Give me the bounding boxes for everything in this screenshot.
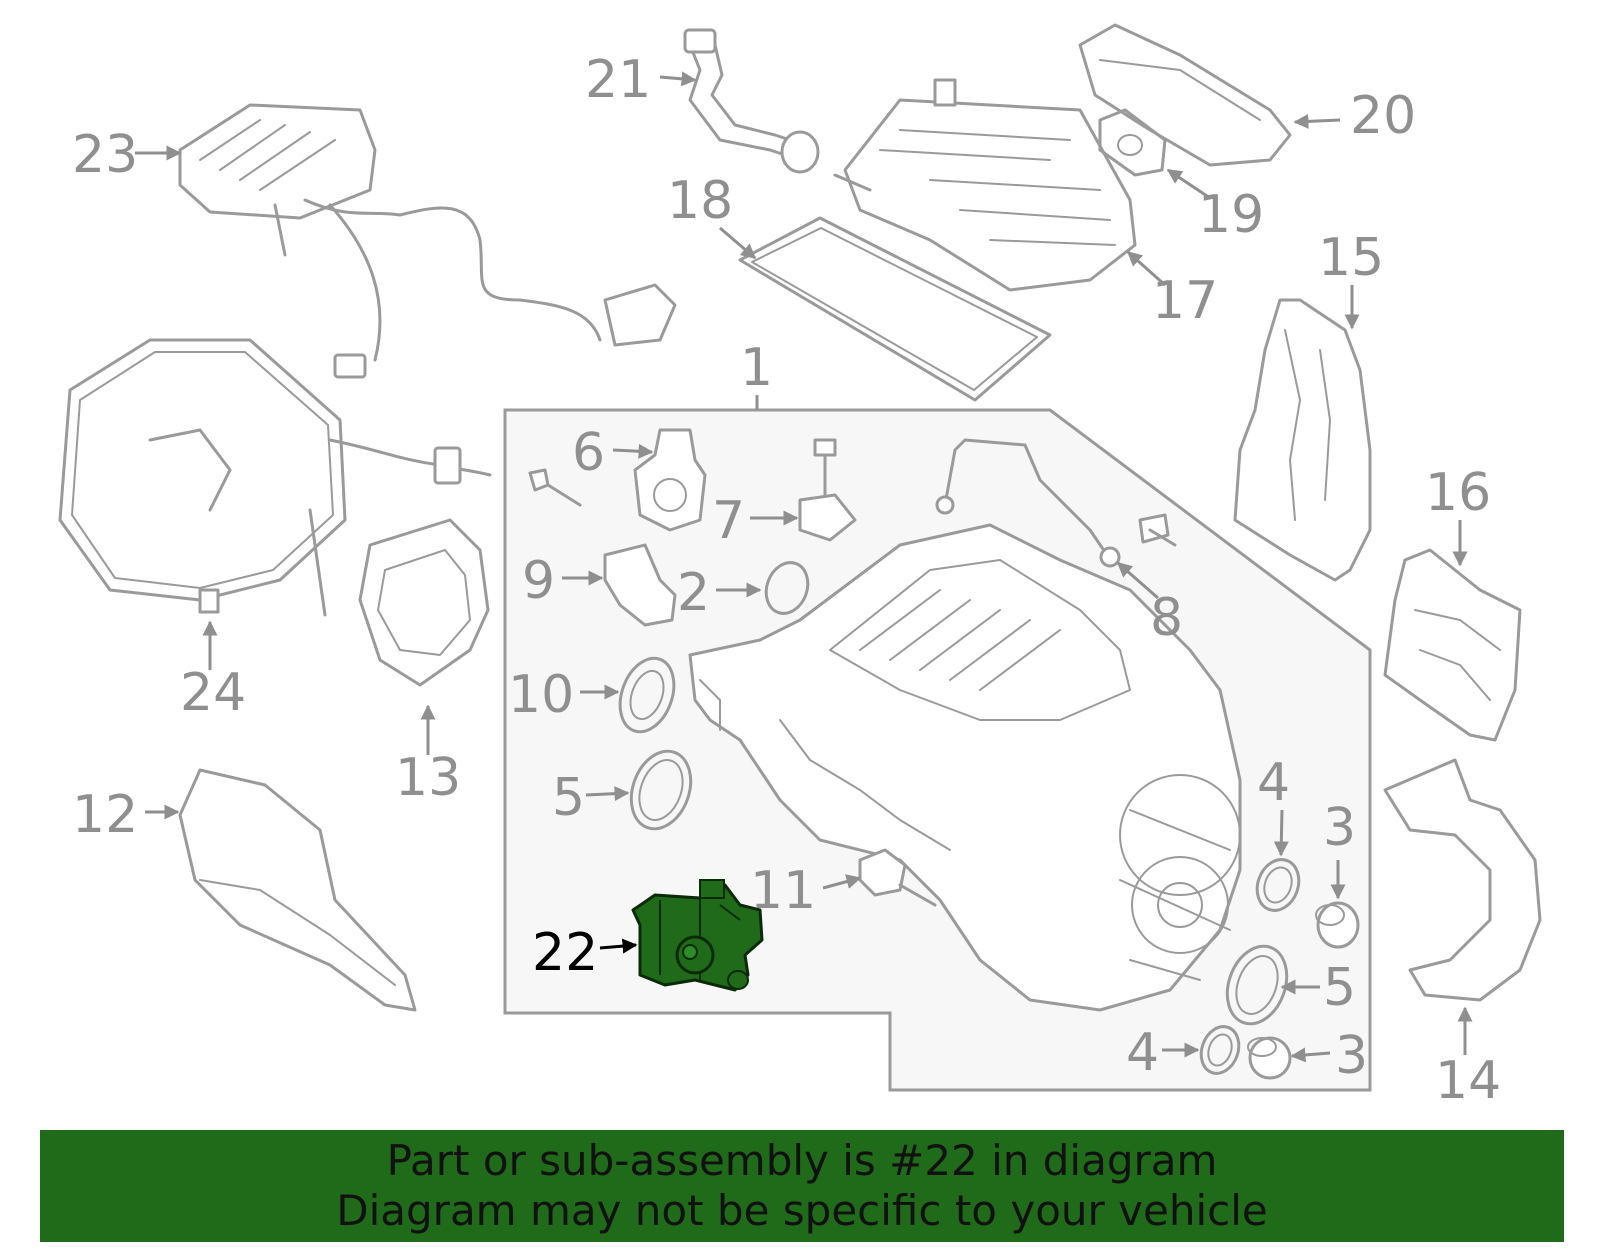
part-2-o-ring bbox=[764, 561, 810, 615]
part-24-wiring-harness bbox=[58, 338, 492, 617]
bolt-near-8 bbox=[1138, 513, 1177, 547]
callout-6: 6 bbox=[572, 423, 605, 483]
callout-9: 9 bbox=[522, 551, 555, 611]
part-7-bracket bbox=[798, 438, 857, 542]
info-banner: Part or sub-assembly is #22 in diagram D… bbox=[40, 1130, 1564, 1242]
callout-16: 16 bbox=[1425, 463, 1491, 523]
callout-14: 14 bbox=[1435, 1051, 1501, 1111]
callout-23: 23 bbox=[72, 125, 138, 185]
part-17-power-unit bbox=[833, 78, 1137, 292]
callout-15: 15 bbox=[1318, 228, 1384, 288]
part-18-gasket bbox=[738, 216, 1052, 402]
part-5-o-ring-left bbox=[629, 749, 693, 831]
callout-21: 21 bbox=[585, 50, 651, 110]
callout-20: 20 bbox=[1350, 86, 1416, 146]
part-13-bracket bbox=[358, 518, 490, 687]
part-16-heat-shield bbox=[1383, 548, 1522, 742]
callout-3-upper: 3 bbox=[1323, 798, 1356, 858]
part-5-o-ring-right bbox=[1225, 944, 1289, 1026]
part-14-splash-shield bbox=[1383, 758, 1542, 1002]
part-3-plug-upper bbox=[1315, 901, 1360, 949]
bolt-near-6 bbox=[528, 468, 582, 507]
part-12-shield bbox=[178, 768, 417, 1012]
callout-13: 13 bbox=[395, 748, 461, 808]
callout-2: 2 bbox=[677, 563, 710, 623]
callout-18: 18 bbox=[667, 171, 733, 231]
callout-17: 17 bbox=[1152, 271, 1218, 331]
callout-5-right: 5 bbox=[1323, 958, 1356, 1018]
part-20-cover bbox=[1078, 23, 1292, 167]
callout-22: 22 bbox=[532, 923, 598, 983]
callout-1: 1 bbox=[740, 338, 773, 398]
banner-line-2: Diagram may not be specific to your vehi… bbox=[336, 1186, 1268, 1235]
part-6-sensor bbox=[633, 428, 707, 532]
callout-3-lower: 3 bbox=[1335, 1026, 1368, 1086]
callout-19: 19 bbox=[1198, 185, 1264, 245]
part-4-o-ring-upper bbox=[1255, 858, 1301, 912]
part-8-tube bbox=[935, 438, 1121, 568]
callout-12: 12 bbox=[72, 785, 138, 845]
part-23-inverter-module bbox=[178, 103, 677, 379]
part-22-highlighted-pump bbox=[631, 879, 764, 992]
callout-7: 7 bbox=[712, 491, 745, 551]
callout-5-left: 5 bbox=[552, 768, 585, 828]
banner-line-1: Part or sub-assembly is #22 in diagram bbox=[386, 1136, 1218, 1185]
callout-11: 11 bbox=[750, 861, 816, 921]
callout-10: 10 bbox=[508, 665, 574, 725]
part-9-sensor bbox=[603, 543, 677, 627]
callout-4-upper: 4 bbox=[1257, 753, 1290, 813]
callout-24: 24 bbox=[180, 663, 246, 723]
part-21-hose bbox=[683, 28, 820, 174]
part-3-plug-lower bbox=[1247, 1036, 1292, 1080]
callout-4-lower: 4 bbox=[1126, 1023, 1159, 1083]
part-1-drive-unit bbox=[688, 523, 1242, 1012]
part-15-heat-shield bbox=[1233, 298, 1372, 582]
part-19-gasket bbox=[1098, 108, 1167, 177]
callout-8: 8 bbox=[1150, 588, 1183, 648]
part-10-seal bbox=[618, 656, 676, 734]
part-4-o-ring-lower bbox=[1199, 1025, 1241, 1075]
